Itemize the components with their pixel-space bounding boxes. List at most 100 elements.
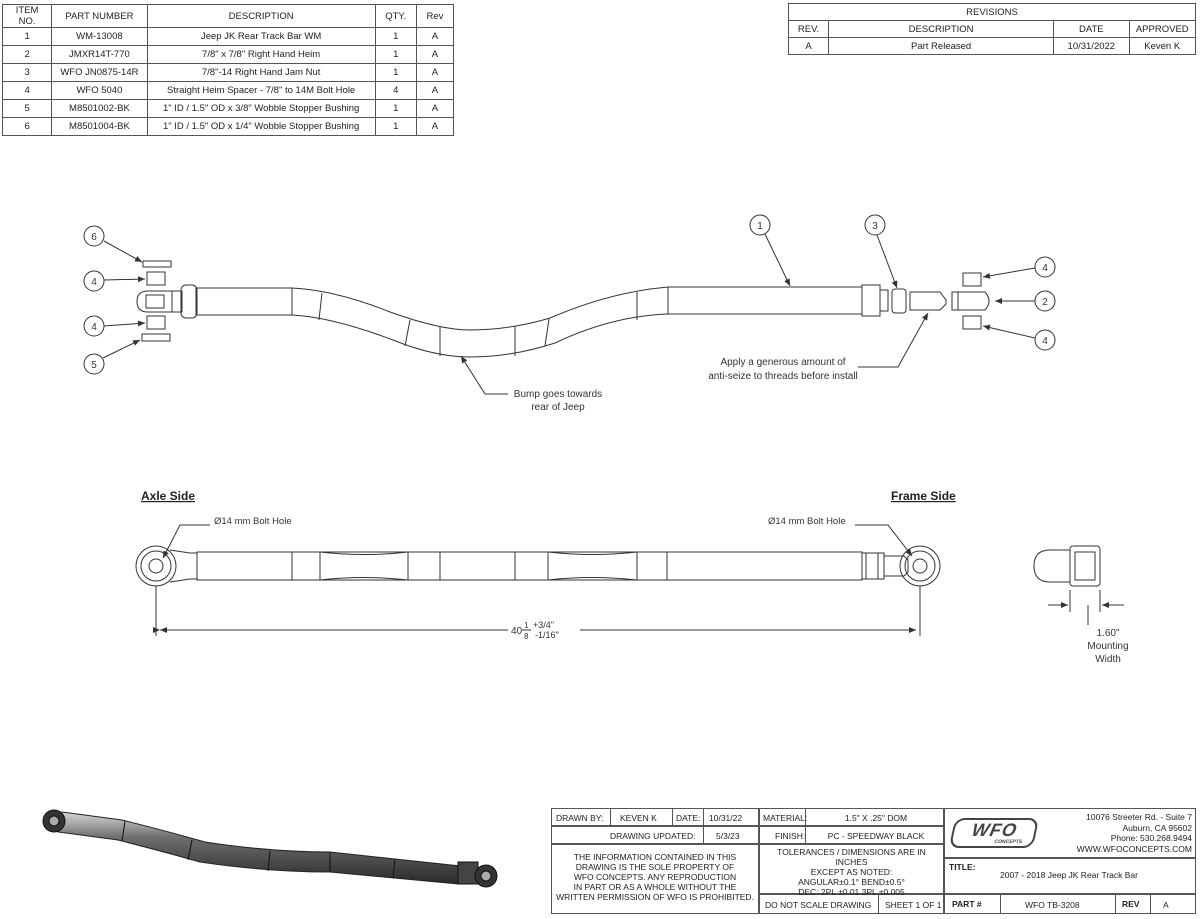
bom-header-row: ITEM NO. PART NUMBER DESCRIPTION QTY. Re… <box>1 4 455 28</box>
wfo-logo-sub: CONCEPTS <box>993 839 1023 845</box>
tb-tol-3: ANGULAR±0.1° BEND±0.5° <box>798 877 905 887</box>
bushing-6 <box>142 260 172 268</box>
heim-2 <box>951 291 990 311</box>
note-bump: Bump goes towards rear of Jeep <box>460 355 602 413</box>
table-row: 3 WFO JN0875-14R 7/8"-14 Right Hand Jam … <box>1 63 455 82</box>
width-label-2: Width <box>1095 654 1121 665</box>
tb-property-4: IN PART OR AS A WHOLE WITHOUT THE <box>573 882 737 892</box>
bom-header-rev: Rev <box>415 4 455 28</box>
tb-address: 10076 Streeter Rd. - Suite 7 Auburn, CA … <box>1040 812 1192 854</box>
bom-cell: 1" ID / 1.5" OD x 1/4" Wobble Stopper Bu… <box>146 117 376 136</box>
track-bar-tube <box>195 286 863 358</box>
bolt-hole-right: Ø14 mm Bolt Hole <box>768 516 846 527</box>
wfo-logo: WFO CONCEPTS <box>948 818 1040 848</box>
tb-rev-label: REV <box>1122 899 1140 909</box>
note-bump-line-2: rear of Jeep <box>531 402 585 413</box>
tb-drawn-by: KEVEN K <box>620 813 657 823</box>
width-label-1: Mounting <box>1087 641 1128 652</box>
tb-tol-2: EXCEPT AS NOTED: <box>810 867 893 877</box>
balloon-4b-label: 4 <box>91 322 97 333</box>
spacer-4-bottom-right <box>962 315 982 330</box>
revisions-cell: Keven K <box>1128 37 1196 55</box>
tb-title-label: TITLE: <box>949 862 976 872</box>
tb-finish: PC - SPEEDWAY BLACK <box>827 831 925 841</box>
tb-title-box <box>944 858 1196 894</box>
tb-date: 10/31/22 <box>709 813 743 823</box>
end-view-spacer <box>1069 545 1101 587</box>
revisions-cell: 10/31/2022 <box>1053 37 1130 55</box>
bom-table: ITEM NO. PART NUMBER DESCRIPTION QTY. Re… <box>1 4 455 136</box>
balloon-5: 5 <box>83 339 141 375</box>
spacer-4-top-left <box>146 271 166 286</box>
tb-property-2: DRAWING IS THE SOLE PROPERTY OF <box>575 862 735 872</box>
top-view <box>136 260 990 358</box>
length-denominator: 8 <box>524 632 529 641</box>
balloon-4c-label: 4 <box>1042 263 1048 274</box>
tb-finish-label: FINISH: <box>775 831 806 841</box>
tb-addr-2: Auburn, CA 95602 <box>1122 822 1192 833</box>
bolt-hole-left: Ø14 mm Bolt Hole <box>214 516 292 527</box>
note-antiseize-line-1: Apply a generous amount of <box>720 357 845 368</box>
tb-tolerance-box <box>759 844 944 894</box>
tb-material-row <box>759 808 944 826</box>
tb-drawn-row <box>551 808 759 826</box>
tb-property-notice: THE INFORMATION CONTAINED IN THIS DRAWIN… <box>553 852 757 902</box>
tb-updated: 5/3/23 <box>716 831 740 841</box>
bom-header-part: PART NUMBER <box>51 4 148 28</box>
spacer-4-top-right <box>962 272 982 287</box>
tb-date-label: DATE: <box>676 813 701 823</box>
frame-side-label: Frame Side <box>891 489 956 503</box>
tb-scale-row <box>759 894 944 914</box>
balloon-5-label: 5 <box>91 360 97 371</box>
note-antiseize-line-2: anti-seize to threads before install <box>708 371 858 382</box>
note-antiseize: Apply a generous amount of anti-seize to… <box>708 312 929 382</box>
balloon-4-c: 4 <box>982 256 1056 279</box>
table-row: A Part Released 10/31/2022 Keven K <box>787 37 1196 55</box>
tb-do-not-scale: DO NOT SCALE DRAWING <box>765 900 872 910</box>
balloons: 1 3 6 4 4 5 4 <box>83 214 1056 375</box>
balloon-2-label: 2 <box>1042 297 1048 308</box>
left-heim-eye <box>135 545 177 587</box>
length-whole: 40 <box>511 626 523 637</box>
revisions-cell: Part Released <box>828 37 1055 55</box>
balloon-4d-label: 4 <box>1042 336 1048 347</box>
bom-cell: A <box>415 81 455 100</box>
balloon-3: 3 <box>864 214 898 289</box>
balloon-6: 6 <box>83 225 143 263</box>
tb-drawn-by-label: DRAWN BY: <box>556 813 604 823</box>
bushing-5 <box>141 333 171 342</box>
revisions-table: REVISIONS REV. DESCRIPTION DATE APPROVED… <box>787 3 1196 55</box>
balloon-4-b: 4 <box>83 315 146 337</box>
table-row: 2 JMXR14T-770 7/8" x 7/8" Right Hand Hei… <box>1 45 455 64</box>
table-row: 6 M8501004-BK 1" ID / 1.5" OD x 1/4" Wob… <box>1 117 455 136</box>
tb-updated-row <box>551 826 759 844</box>
track-bar-tube-side <box>196 551 863 581</box>
tb-tolerances: TOLERANCES / DIMENSIONS ARE IN INCHES EX… <box>760 847 943 897</box>
tb-sheet: SHEET 1 OF 1 <box>885 900 942 910</box>
balloon-3-label: 3 <box>872 221 878 232</box>
tb-addr-1: 10076 Streeter Rd. - Suite 7 <box>1086 812 1192 822</box>
tb-addr-4: WWW.WFOCONCEPTS.COM <box>1076 843 1192 854</box>
balloon-4-a: 4 <box>83 270 146 292</box>
length-tol-minus: -1/16" <box>535 630 559 640</box>
tb-property-1: THE INFORMATION CONTAINED IN THIS <box>573 852 737 862</box>
isometric-render <box>42 809 498 888</box>
tb-property-5: WRITTEN PERMISSION OF WFO IS PROHIBITED. <box>556 892 754 902</box>
tb-property-3: WFO CONCEPTS. ANY REPRODUCTION <box>573 872 737 882</box>
tb-property-box <box>551 844 759 914</box>
tb-part-label: PART # <box>952 899 982 909</box>
balloon-6-label: 6 <box>91 232 97 243</box>
tb-tol-1: TOLERANCES / DIMENSIONS ARE IN INCHES <box>777 847 926 867</box>
jam-nut-3 <box>891 288 907 314</box>
bom-cell: A <box>415 117 455 136</box>
tb-rev: A <box>1163 900 1169 910</box>
balloon-2: 2 <box>995 290 1056 312</box>
bom-header-description: DESCRIPTION <box>146 4 376 28</box>
length-numerator: 1 <box>524 621 529 630</box>
bom-cell: M8501004-BK <box>51 117 148 136</box>
bom-header-item: ITEM NO. <box>1 4 53 28</box>
note-bump-line-1: Bump goes towards <box>514 389 602 400</box>
length-tol-plus: +3/4" <box>533 620 554 630</box>
tb-finish-row <box>759 826 944 844</box>
right-heim-eye <box>899 545 941 587</box>
